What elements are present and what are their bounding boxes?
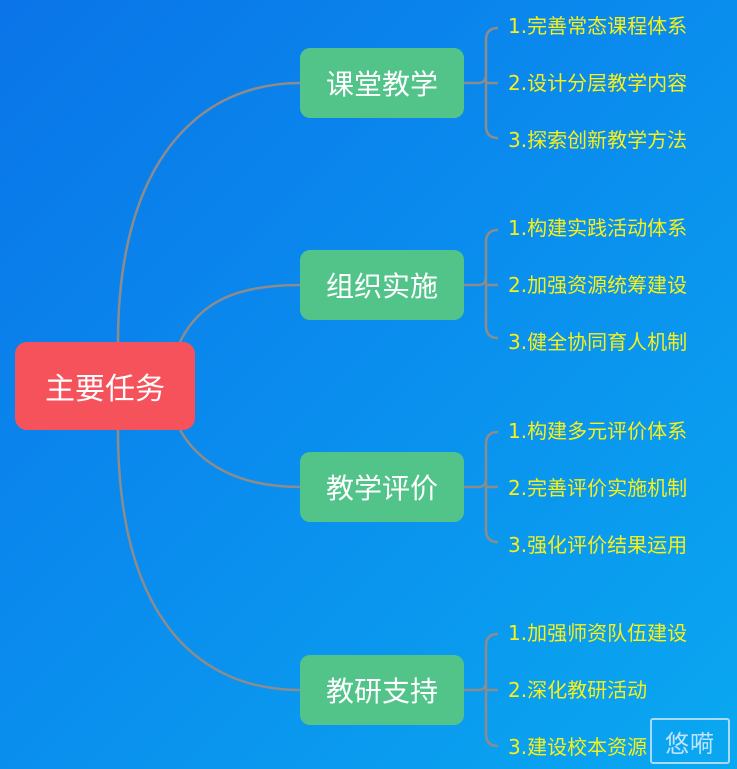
brace-branch-3 bbox=[464, 430, 499, 544]
watermark-text: 悠嗬 bbox=[665, 729, 715, 758]
root-node[interactable]: 主要任务 bbox=[15, 342, 195, 430]
branch-node-research-support[interactable]: 教研支持 bbox=[300, 655, 464, 725]
branch-node-label: 课堂教学 bbox=[325, 68, 438, 101]
leaf-node[interactable]: 1.构建多元评价体系 bbox=[508, 419, 688, 443]
connector-root-to-branch-3 bbox=[178, 429, 301, 489]
branch-node-evaluation[interactable]: 教学评价 bbox=[300, 452, 464, 522]
connector-root-to-branch-1 bbox=[116, 81, 301, 343]
leaf-node[interactable]: 1.完善常态课程体系 bbox=[508, 14, 688, 38]
leaf-node[interactable]: 1.加强师资队伍建设 bbox=[508, 621, 688, 645]
watermark-logo: 悠嗬 bbox=[650, 718, 730, 764]
branch-node-label: 教研支持 bbox=[325, 675, 438, 708]
brace-branch-1 bbox=[464, 26, 499, 140]
leaf-node[interactable]: 3.强化评价结果运用 bbox=[508, 533, 688, 557]
leaf-node[interactable]: 3.探索创新教学方法 bbox=[508, 128, 688, 152]
root-node-label: 主要任务 bbox=[45, 372, 165, 407]
leaf-node[interactable]: 1.构建实践活动体系 bbox=[508, 216, 688, 240]
branch-node-organization[interactable]: 组织实施 bbox=[300, 250, 464, 320]
branch-node-label: 教学评价 bbox=[325, 472, 438, 505]
branch-node-label: 组织实施 bbox=[325, 270, 438, 303]
leaf-node[interactable]: 2.深化教研活动 bbox=[508, 678, 648, 702]
connector-root-to-branch-4 bbox=[116, 429, 301, 692]
branch-node-classroom-teaching[interactable]: 课堂教学 bbox=[300, 48, 464, 118]
leaf-node[interactable]: 2.设计分层教学内容 bbox=[508, 71, 688, 95]
leaf-node[interactable]: 3.建设校本资源 bbox=[508, 735, 648, 759]
leaf-node[interactable]: 2.加强资源统筹建设 bbox=[508, 273, 688, 297]
brace-branch-2 bbox=[464, 228, 499, 340]
leaf-node[interactable]: 3.健全协同育人机制 bbox=[508, 330, 688, 354]
brace-branch-4 bbox=[464, 632, 499, 748]
connector-root-to-branch-2 bbox=[178, 283, 301, 343]
leaf-node[interactable]: 2.完善评价实施机制 bbox=[508, 476, 688, 500]
